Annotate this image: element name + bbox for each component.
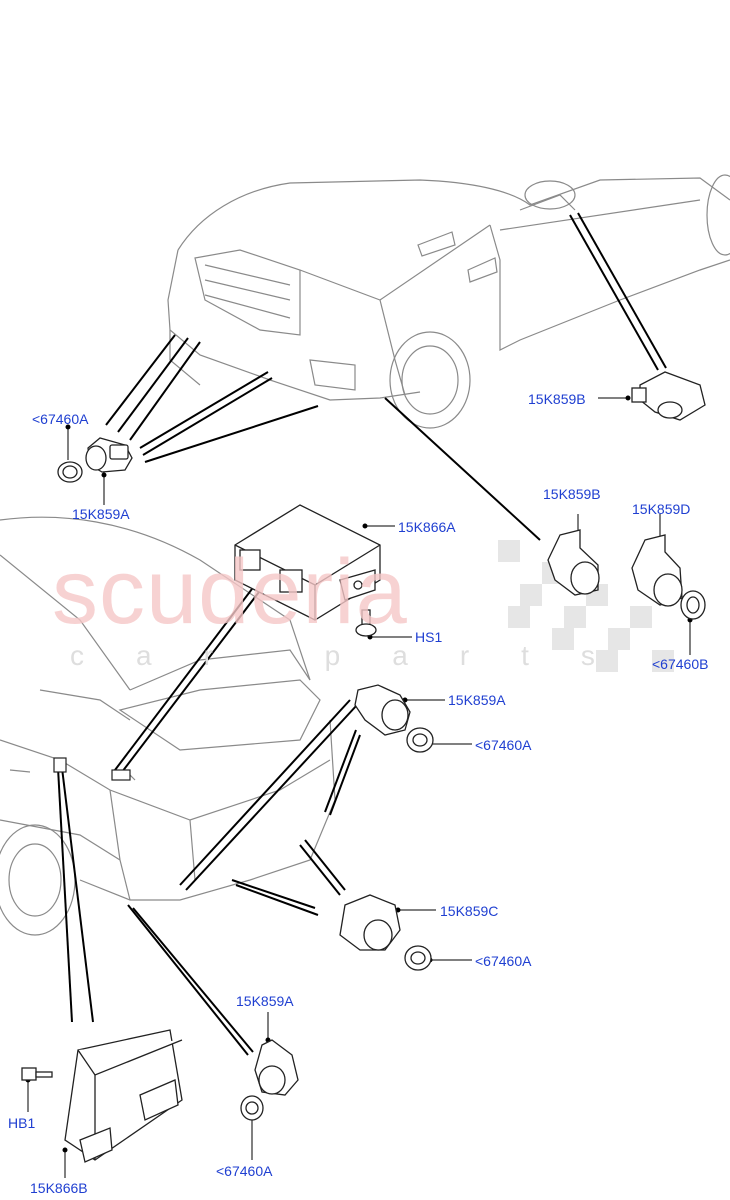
parking-sensor-side-b[interactable] (547, 529, 600, 596)
label-15k859b-side[interactable]: 15K859B (543, 486, 601, 502)
watermark-brand: scuderia (52, 541, 408, 643)
bolt-hs1[interactable] (355, 609, 377, 637)
parking-sensor-front-a[interactable] (85, 437, 133, 473)
sensor-clip-rear-a-lower[interactable] (240, 1095, 264, 1121)
parking-sensor-mirror-b[interactable] (631, 371, 706, 421)
leader-lines (57, 212, 667, 1056)
bolt-hb1[interactable] (21, 1067, 53, 1081)
label-15k866b[interactable]: 15K866B (30, 1180, 88, 1196)
label-67460a-rear-lower[interactable]: <67460A (216, 1163, 273, 1179)
label-67460a-front[interactable]: <67460A (32, 411, 89, 427)
checkered-flag-watermark (498, 540, 674, 672)
sensor-clip-side-b[interactable] (680, 590, 706, 620)
sensor-clip-rear-a-upper[interactable] (406, 727, 434, 753)
parking-sensor-side-d[interactable] (631, 534, 683, 607)
watermark-tagline: car parts (70, 640, 647, 671)
parking-sensor-rear-c[interactable] (339, 894, 401, 951)
label-15k859c[interactable]: 15K859C (440, 903, 499, 919)
label-15k859d[interactable]: 15K859D (632, 501, 691, 517)
label-67460b[interactable]: <67460B (652, 656, 709, 672)
label-15k859a-front[interactable]: 15K859A (72, 506, 130, 522)
label-15k866a[interactable]: 15K866A (398, 519, 456, 535)
sensor-clip-front-a[interactable] (57, 461, 83, 483)
label-15k859a-rear-lower[interactable]: 15K859A (236, 993, 294, 1009)
parking-sensor-rear-a-lower[interactable] (254, 1039, 299, 1096)
label-15k859a-rear-upper[interactable]: 15K859A (448, 692, 506, 708)
label-hb1[interactable]: HB1 (8, 1115, 36, 1131)
parking-sensor-rear-a-upper[interactable] (354, 684, 411, 736)
small-connector-part (53, 757, 131, 781)
control-module-rear[interactable] (64, 1029, 183, 1163)
sensor-clip-rear-c[interactable] (404, 945, 432, 971)
label-67460a-rear-upper[interactable]: <67460A (475, 737, 532, 753)
label-hs1[interactable]: HS1 (415, 629, 443, 645)
control-module-front[interactable] (234, 504, 381, 621)
label-67460a-rear-c[interactable]: <67460A (475, 953, 532, 969)
label-15k859b-mirror[interactable]: 15K859B (528, 391, 586, 407)
front-car-outline (167, 174, 730, 429)
